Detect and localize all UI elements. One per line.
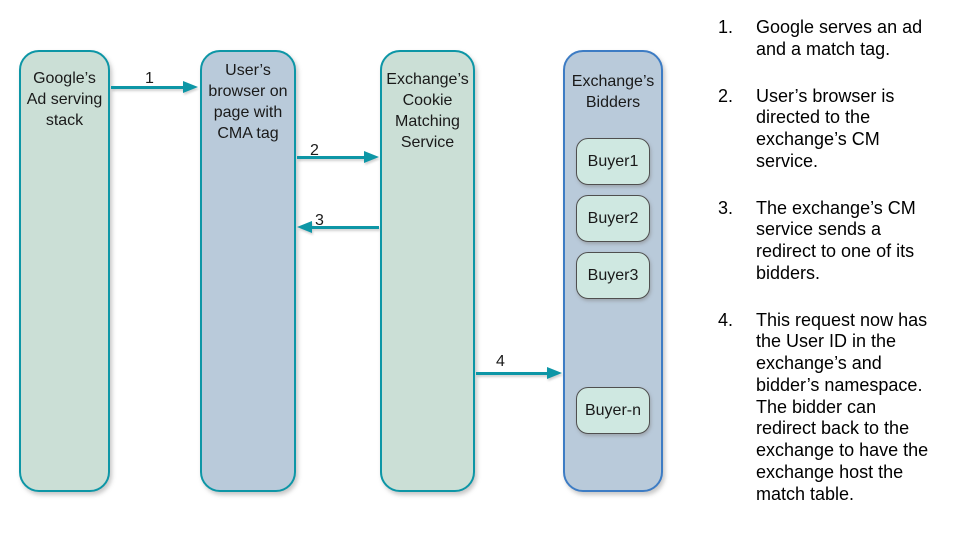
buyer3-box: Buyer3: [576, 252, 650, 299]
arrow-4-label: 4: [496, 353, 505, 370]
arrow-1-label: 1: [145, 70, 154, 87]
step-1-text: Google serves an ad and a match tag.: [756, 17, 923, 59]
buyer1-box: Buyer1: [576, 138, 650, 185]
buyer2-box: Buyer2: [576, 195, 650, 242]
lane-user-browser-title: User’s browser on page with CMA tag: [208, 62, 288, 142]
buyer-n-box: Buyer-n: [576, 387, 650, 434]
buyer3-label: Buyer3: [587, 266, 639, 284]
step-item-2: 2. User’s browser is directed to the exc…: [718, 86, 946, 173]
step-2-number: 2.: [718, 85, 734, 106]
lane-bidders-title: Exchange’s Bidders: [571, 73, 655, 111]
step-3-number: 3.: [718, 197, 734, 218]
step-2-text: User’s browser is directed to the exchan…: [756, 85, 895, 171]
lane-cm-service-title: Exchange’s Cookie Matching Service: [386, 71, 469, 151]
lane-google-ad-serving-stack: Google’s Ad serving stack: [19, 50, 110, 492]
flow-arrow-4: [476, 371, 547, 375]
flow-arrow-2: [297, 155, 364, 159]
step-3-text: The exchange’s CM service sends a redire…: [756, 197, 916, 283]
steps-list: 1. Google serves an ad and a match tag. …: [718, 17, 946, 530]
lane-exchange-bidders: Exchange’s Bidders Buyer1 Buyer2 Buyer3 …: [563, 50, 663, 492]
buyer-n-label: Buyer-n: [584, 401, 642, 419]
lane-google-title: Google’s Ad serving stack: [26, 70, 103, 129]
lane-cookie-matching-service: Exchange’s Cookie Matching Service: [380, 50, 475, 492]
flow-arrow-1: [111, 85, 183, 89]
step-1-number: 1.: [718, 17, 734, 37]
step-item-4: 4. This request now has the User ID in t…: [718, 310, 946, 506]
step-4-text: This request now has the User ID in the …: [756, 309, 929, 504]
flow-arrow-3: [312, 225, 379, 229]
buyer1-label: Buyer1: [587, 152, 639, 170]
arrow-3-label: 3: [315, 212, 324, 229]
step-4-number: 4.: [718, 309, 734, 330]
step-item-3: 3. The exchange’s CM service sends a red…: [718, 198, 946, 285]
arrow-2-label: 2: [310, 142, 319, 159]
buyer2-label: Buyer2: [587, 209, 639, 227]
step-item-1: 1. Google serves an ad and a match tag.: [718, 17, 946, 61]
lane-user-browser: User’s browser on page with CMA tag: [200, 50, 296, 492]
